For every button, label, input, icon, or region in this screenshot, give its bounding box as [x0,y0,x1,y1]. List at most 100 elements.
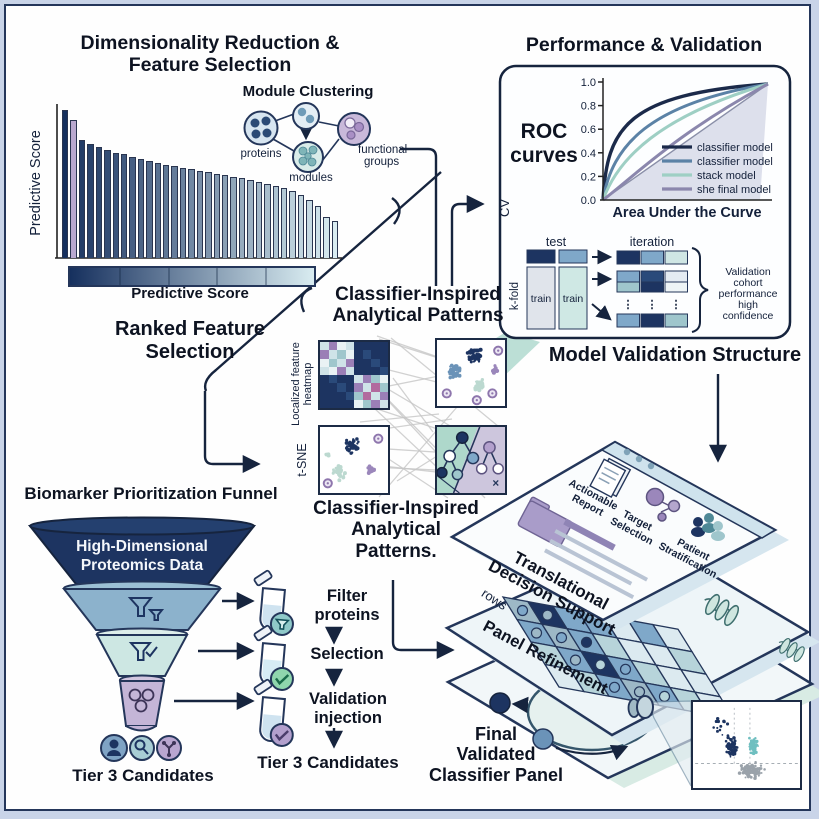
volcano-point [757,745,759,748]
volcano-point [726,736,730,740]
validation-note: Validation cohort performance high confi… [719,266,778,322]
heatmap-cell [328,383,337,392]
volcano-point [763,768,766,771]
volcano-point [716,726,719,730]
heatmap-cell [371,391,380,400]
volcano-point [733,739,737,743]
volcano-point [749,766,751,768]
scatter-point [470,355,474,360]
scatter-point [449,365,452,368]
train-label-1: train [531,293,552,305]
ranking-bar [306,200,313,258]
volcano-point [732,736,736,740]
iteration-cell [664,281,688,293]
sample-dot-steel [532,728,554,750]
protein-channel-icon [778,637,805,663]
scatter-point [339,473,342,477]
scatter-point [331,471,335,475]
grid-dot [658,690,671,703]
heatmap-cell [345,358,354,367]
decision-tree-art: × [437,427,505,493]
volcano-point [741,770,746,775]
heatmap-cell [320,342,329,351]
protein-channel-icon [704,593,740,627]
svg-text:confidence: confidence [723,310,774,322]
train-label-2: train [563,293,584,305]
scatter-point [337,478,342,483]
volcano-point [716,729,719,733]
funnel-candidates-label: Tier 3 Candidates [72,766,214,785]
volcano-point [729,755,732,758]
volcano-point [755,741,758,744]
svg-text:1.0: 1.0 [581,77,596,89]
ranking-bar [163,165,170,258]
scatter-point [349,445,354,450]
heatmap-cell [362,366,371,375]
functional-groups-icon [337,112,371,146]
volcano-point [747,773,751,777]
heatmap-cell [371,350,380,359]
heatmap-cell [371,399,380,408]
ranking-bar [331,221,338,258]
heatmap-grid [320,342,388,408]
volcano-point [746,769,750,773]
grid-dot [569,654,582,666]
window-dot-icon [623,448,631,456]
window-dot-icon [635,455,643,463]
test-tube-1 [253,569,294,636]
model-validation-title: Model Validation Structure [548,344,802,366]
roc-xlabel: Area Under the Curve [612,205,761,221]
groups-label: groups [364,156,399,168]
ranking-bar [87,144,94,258]
heatmap-cell [320,366,329,375]
heatmap-cell [379,366,388,375]
scatter-point [337,469,341,473]
scatter-point [455,371,459,375]
check-badge-icon [269,666,294,691]
legend-label-3: stack model [697,170,756,182]
sample-dot-navy [489,692,511,714]
volcano-point [751,751,756,756]
svg-text:cohort: cohort [733,277,762,289]
roc-curves-label: ROC curves [510,120,578,167]
scatter-point [449,369,453,373]
scatter-point [493,367,496,370]
heatmap-cell [362,342,371,351]
heatmap-cell [345,383,354,392]
heatmap-cell [337,366,346,375]
scatter-point [473,359,477,362]
volcano-point [760,771,763,774]
grid-dot [580,636,593,648]
heatmap-cell [354,399,363,408]
svg-text:⋮: ⋮ [623,299,634,311]
performance-box: 1.0 0.8 0.6 0.4 0.2 0.0 Area Under the C… [497,64,792,340]
cluster-scatter-panel [435,338,507,408]
volcano-point [753,769,757,772]
volcano-point [722,719,726,724]
ranking-bar [247,180,254,258]
scatter-point [357,440,360,444]
kfold-diagram: test train train k-fold iteration ⋮⋮⋮ Va… [509,235,778,333]
svg-text:0.2: 0.2 [581,171,596,183]
heatmap-cell [371,358,380,367]
scatter-point [475,354,480,359]
validation-injection-label: Validation injection [309,690,387,727]
ranking-bar [255,182,263,258]
volcano-point [759,764,763,767]
bar-chart-axes [55,104,342,259]
scatter-point [478,347,483,352]
scatter-point [494,368,500,373]
heatmap-cell [320,375,329,384]
window-dot-icon [647,462,655,470]
volcano-point [735,748,738,752]
tube-candidates-label: Tier 3 Candidates [257,753,399,772]
ranking-bar [297,195,305,258]
heatmap-cell [328,350,337,359]
heatmap-cell [320,383,329,392]
prioritization-funnel: High-Dimensional Proteomics Data [27,516,257,762]
curly-brace [691,247,709,333]
svg-text:0.8: 0.8 [581,101,596,113]
volcano-point [719,724,723,728]
ranking-bar [129,157,136,258]
